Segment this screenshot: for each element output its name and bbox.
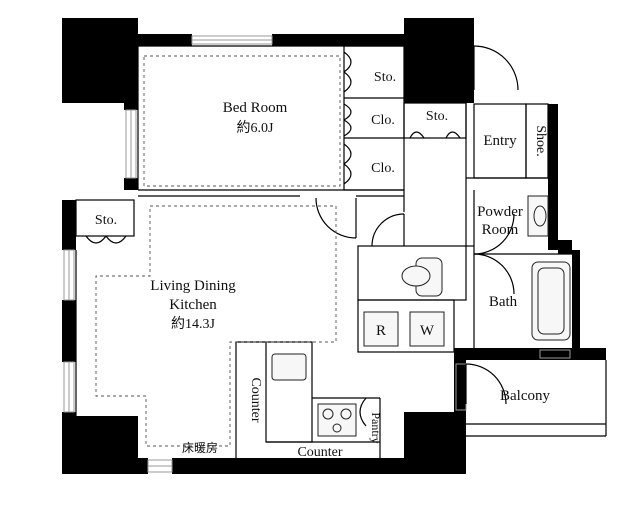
bedroom-name: Bed Room [223, 100, 288, 116]
shoe-label: Shoe. [533, 125, 548, 157]
interior-walls [75, 45, 607, 458]
room-labels: Bed Room 約6.0J Sto. Clo. Clo. Sto. Entry… [95, 70, 551, 460]
counter-horizontal-label: Counter [297, 445, 342, 460]
ldk-label-line2: Kitchen [169, 297, 217, 313]
doors [85, 45, 519, 427]
entry-label: Entry [483, 133, 517, 149]
bath-label: Bath [489, 294, 518, 310]
fixtures [271, 195, 571, 437]
windows [63, 35, 571, 473]
clo-label-2: Clo. [371, 161, 395, 176]
clo-label-1: Clo. [371, 113, 395, 128]
ldk-size: 約14.3J [171, 316, 215, 332]
structural-walls [62, 18, 606, 474]
powder-room-label-1: Powder [477, 204, 523, 220]
bedroom-size: 約6.0J [237, 120, 274, 136]
ldk-label-line1: Living Dining [150, 278, 236, 294]
sto-hall-label: Sto. [426, 109, 448, 124]
fridge-label: R [376, 323, 386, 339]
floor-heating-label: 床暖房 [182, 440, 218, 455]
sto-living-label: Sto. [95, 213, 117, 228]
washer-label: W [420, 323, 435, 339]
balcony-label: Balcony [500, 388, 550, 404]
counter-vertical-label: Counter [248, 377, 263, 422]
pantry-label: Pantry [369, 412, 383, 443]
floor-heating-zones [95, 55, 341, 447]
sto-closet-label: Sto. [374, 70, 396, 85]
powder-room-label-2: Room [482, 222, 519, 238]
